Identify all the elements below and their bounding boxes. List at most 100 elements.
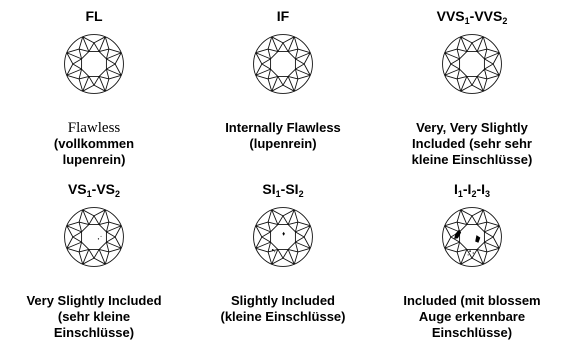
- upper-girdle-facet: [460, 209, 484, 217]
- girdle-outline: [253, 207, 313, 267]
- bezel-facet-line: [287, 249, 295, 265]
- table-facet: [81, 224, 107, 250]
- grade-title-text: -SI: [280, 181, 299, 197]
- girdle-outline: [64, 207, 124, 267]
- upper-girdle-facet: [460, 84, 484, 92]
- upper-girdle-facet: [293, 209, 311, 227]
- bezel-facet-line: [98, 36, 106, 52]
- grade-title: IF: [189, 9, 377, 23]
- diamond-icon: [442, 207, 502, 267]
- grade-desc-line-3: lupenrein): [62, 152, 126, 167]
- bezel-facet-line: [98, 209, 106, 225]
- upper-girdle-facet: [482, 36, 500, 54]
- upper-girdle-facet: [482, 209, 500, 227]
- upper-girdle-facet: [66, 247, 84, 265]
- grade-desc-line-2: (vollkommen: [53, 136, 135, 151]
- grade-description: Included (mit blossem Auge erkennbare Ei…: [378, 293, 566, 341]
- bezel-facet-line: [444, 52, 460, 60]
- bezel-facet-line: [460, 249, 468, 265]
- bezel-facet-line: [484, 225, 500, 233]
- grade-title-text: FL: [85, 8, 103, 24]
- bezel-facet-line: [98, 249, 106, 265]
- upper-girdle-facet: [82, 257, 106, 265]
- bezel-facet-line: [476, 36, 484, 52]
- table-facet: [459, 224, 485, 250]
- bezel-facet-line: [106, 225, 122, 233]
- diamond-icon: [64, 207, 124, 267]
- inclusion-mark: [454, 229, 462, 239]
- diamond-icon: [253, 34, 313, 94]
- bezel-facet-line: [66, 52, 82, 60]
- upper-girdle-facet: [104, 247, 122, 265]
- upper-girdle-facet: [255, 209, 273, 227]
- diamond-icon: [64, 34, 124, 94]
- bezel-facet-line: [271, 76, 279, 92]
- bezel-facet-line: [106, 68, 122, 76]
- inclusion-mark: [282, 231, 285, 236]
- grade-description: Flawless (vollkommen lupenrein): [0, 120, 188, 168]
- upper-girdle-facet: [271, 36, 295, 44]
- bezel-facet-line: [287, 36, 295, 52]
- grade-title-text: -VS: [91, 181, 116, 197]
- girdle-outline: [253, 34, 313, 94]
- upper-girdle-facet: [271, 257, 295, 265]
- grade-description: Internally Flawless (lupenrein): [189, 120, 377, 152]
- bezel-facet-line: [444, 241, 460, 249]
- inclusion-mark: [271, 248, 274, 251]
- bezel-facet-line: [484, 241, 500, 249]
- table-facet: [81, 51, 107, 77]
- grade-title-subscript: 2: [298, 189, 304, 199]
- inclusion-mark: [482, 69, 485, 71]
- upper-girdle-facet: [114, 225, 122, 249]
- upper-girdle-facet: [460, 36, 484, 44]
- grade-title: VVS1-VVS2: [378, 9, 566, 26]
- grade-title-subscript: 2: [115, 189, 121, 199]
- bezel-facet-line: [82, 76, 90, 92]
- bezel-facet-line: [66, 225, 82, 233]
- upper-girdle-facet: [460, 257, 484, 265]
- upper-girdle-facet: [104, 74, 122, 92]
- grade-title-subscript: 1: [86, 189, 92, 199]
- grade-title-subscript: 1: [457, 189, 463, 199]
- bezel-facet-line: [98, 76, 106, 92]
- upper-girdle-facet: [482, 247, 500, 265]
- upper-girdle-facet: [482, 74, 500, 92]
- bezel-facet-line: [295, 52, 311, 60]
- grade-title: SI1-SI2: [189, 181, 377, 199]
- bezel-facet-line: [66, 68, 82, 76]
- bezel-facet-line: [460, 76, 468, 92]
- bezel-facet-line: [255, 52, 271, 60]
- inclusion-mark: [475, 235, 481, 243]
- upper-girdle-facet: [293, 247, 311, 265]
- grade-title-subscript: 2: [471, 189, 477, 199]
- bezel-facet-line: [255, 68, 271, 76]
- girdle-outline: [442, 34, 502, 94]
- bezel-facet-line: [484, 68, 500, 76]
- bezel-facet-line: [476, 76, 484, 92]
- diamond-icon: [442, 34, 502, 94]
- bezel-facet-line: [82, 36, 90, 52]
- grade-if: IF Internally Flawless (lupenrein): [189, 0, 377, 152]
- inclusion-mark: [97, 238, 100, 240]
- grade-desc-line-1: Very Slightly Included: [26, 293, 162, 308]
- bezel-facet-line: [66, 241, 82, 249]
- grade-title-subscript: 2: [502, 16, 508, 26]
- grade-desc-line-1: Flawless: [67, 120, 121, 136]
- inclusion-mark: [472, 252, 474, 254]
- bezel-facet-line: [476, 209, 484, 225]
- inclusion-mark: [100, 235, 102, 237]
- upper-girdle-facet: [82, 84, 106, 92]
- upper-girdle-facet: [114, 52, 122, 76]
- grade-i: I1-I2-I3 Included (mit blossem Auge erke…: [378, 173, 566, 341]
- bezel-facet-line: [484, 52, 500, 60]
- upper-girdle-facet: [104, 36, 122, 54]
- inclusion-mark: [467, 254, 469, 256]
- upper-girdle-facet: [255, 225, 263, 249]
- bezel-facet-line: [106, 52, 122, 60]
- inclusion-mark: [484, 72, 486, 74]
- bezel-facet-line: [295, 68, 311, 76]
- grade-desc-line-2: (kleine Einschlüsse): [220, 309, 346, 324]
- upper-girdle-facet: [104, 209, 122, 227]
- upper-girdle-facet: [66, 52, 74, 76]
- grade-desc-line-2: (sehr kleine: [57, 309, 131, 324]
